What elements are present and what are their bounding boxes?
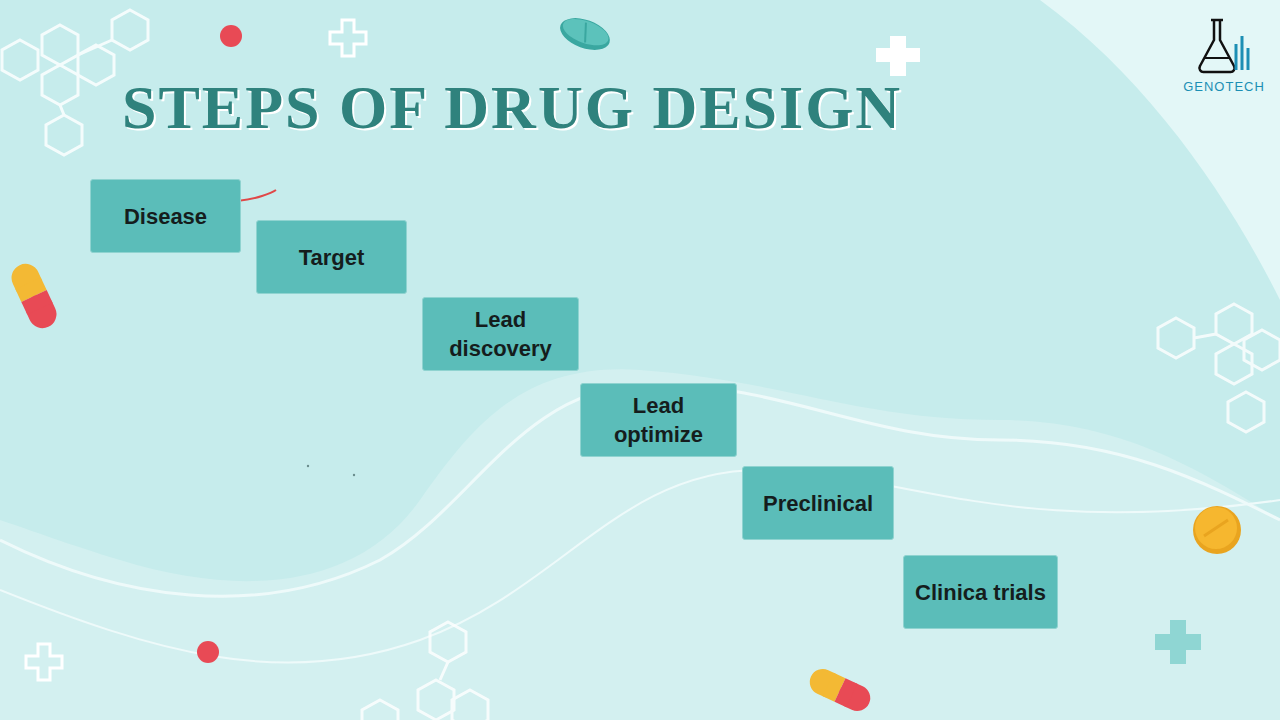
red-dot: [197, 641, 219, 663]
process-box: Preclinical: [742, 466, 894, 540]
diagram-title: STEPS OF DRUG DESIGN: [122, 72, 902, 143]
box-label: Target: [291, 243, 373, 272]
logo-text: GENOTECH: [1176, 79, 1272, 94]
tablet-pill: [556, 12, 614, 56]
box-label: Clinica trials: [907, 578, 1054, 607]
background-blob: [0, 0, 1280, 581]
process-box: Clinica trials: [903, 555, 1058, 629]
process-box: Disease: [90, 179, 241, 253]
red-dot: [220, 25, 242, 47]
box-label: Lead discovery: [423, 305, 578, 363]
capsule-pill: [7, 259, 61, 332]
dot: [307, 465, 309, 467]
tablet-pill: [1193, 506, 1241, 554]
capsule-pill: [806, 665, 875, 716]
hexagon-molecule: [1158, 304, 1280, 432]
wave-line: [0, 470, 1280, 663]
process-box: Target: [256, 220, 407, 294]
dot: [353, 474, 355, 476]
process-box: Lead discovery: [422, 297, 579, 371]
box-label: Disease: [116, 202, 215, 231]
logo-flask: [1199, 20, 1248, 72]
process-box: Lead optimize: [580, 383, 737, 457]
plus-symbol: [876, 36, 920, 76]
background-blob: [1040, 0, 1280, 300]
box-label: Preclinical: [755, 489, 881, 518]
wave-line: [0, 385, 1280, 597]
box-label: Lead optimize: [581, 391, 736, 449]
hexagon-molecule: [362, 622, 488, 720]
plus-symbol: [1155, 620, 1201, 664]
